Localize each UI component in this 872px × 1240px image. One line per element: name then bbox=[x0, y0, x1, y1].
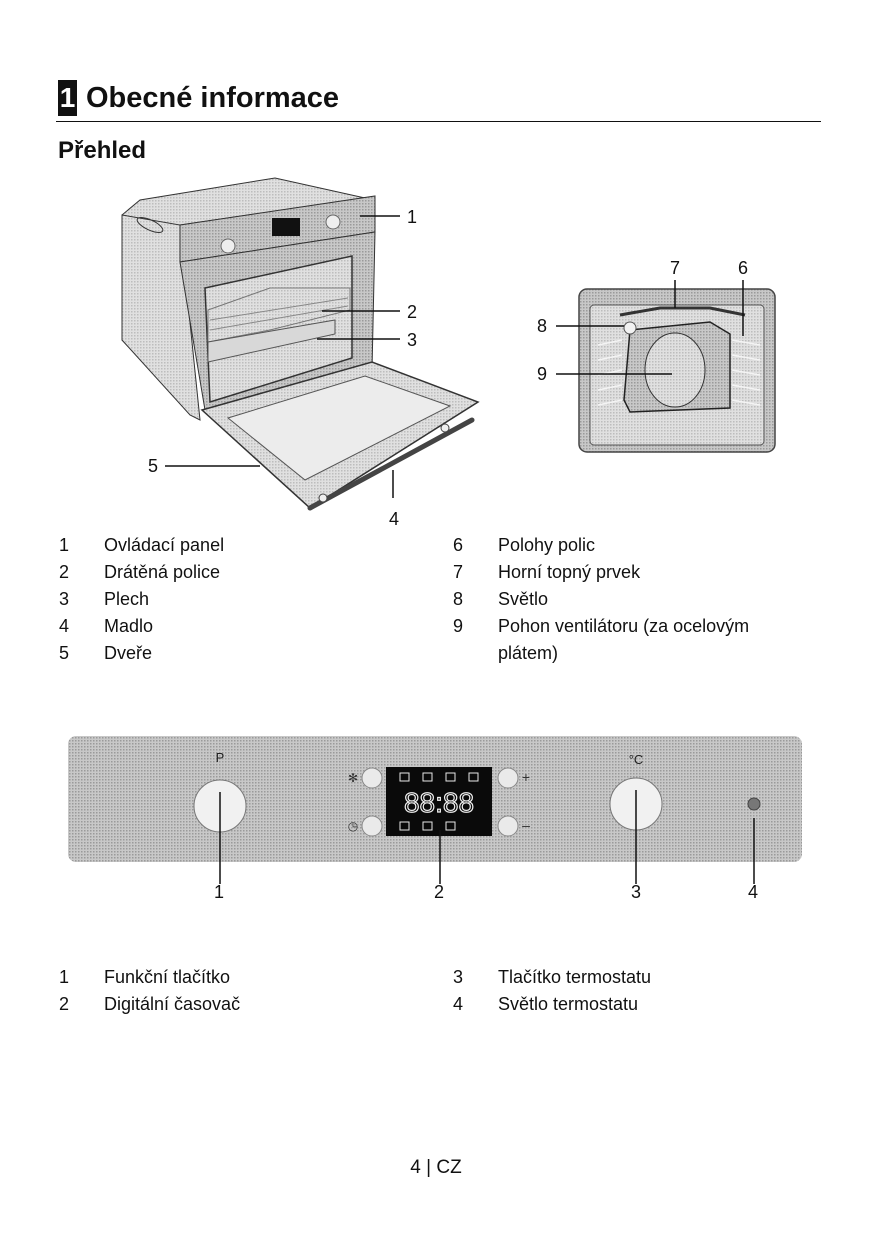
callout-6: 6 bbox=[738, 258, 749, 278]
door-glass bbox=[226, 375, 452, 481]
fan-button bbox=[361, 767, 383, 789]
panel-callout-3: 3 bbox=[631, 882, 642, 902]
oven-lamp bbox=[623, 321, 637, 335]
panel-callout-2: 2 bbox=[434, 882, 445, 902]
side-handle-slot bbox=[136, 217, 164, 233]
plus-label: + bbox=[522, 769, 530, 785]
mini-knob-left bbox=[220, 238, 236, 254]
clock-icon: ◷ bbox=[348, 819, 358, 833]
minus-button bbox=[497, 815, 519, 837]
minus-label: – bbox=[522, 817, 530, 833]
callout-3: 3 bbox=[407, 330, 418, 350]
mini-knob-right bbox=[325, 214, 341, 230]
callout-4: 4 bbox=[389, 509, 400, 529]
mini-display bbox=[272, 218, 300, 236]
oven-illustration bbox=[121, 177, 480, 511]
top-heating-element bbox=[619, 306, 746, 317]
display-indicator-icons bbox=[399, 772, 479, 831]
thermostat-lamp bbox=[747, 797, 761, 811]
door-handle bbox=[307, 417, 475, 511]
fan-icon: ✻ bbox=[348, 771, 358, 785]
oven-cavity bbox=[204, 255, 353, 404]
callout-1: 1 bbox=[407, 207, 418, 227]
panel-callout-4: 4 bbox=[748, 882, 759, 902]
panel-callout-1: 1 bbox=[214, 882, 225, 902]
thermostat-symbol: °C bbox=[629, 752, 644, 767]
callout-8: 8 bbox=[537, 316, 548, 336]
header-divider bbox=[56, 121, 821, 122]
page-number: 4 | CZ bbox=[410, 1157, 462, 1178]
digital-timer-display bbox=[386, 767, 492, 836]
plus-button bbox=[497, 767, 519, 789]
shelf-positions bbox=[597, 339, 761, 406]
baking-tray bbox=[207, 319, 336, 363]
chapter-number-badge: 1 bbox=[58, 80, 77, 116]
chapter-title: Obecné informace bbox=[86, 82, 340, 114]
display-digits: 88:88 bbox=[404, 787, 474, 818]
function-symbol: P bbox=[216, 750, 225, 765]
callout-2: 2 bbox=[407, 302, 418, 322]
callout-5: 5 bbox=[148, 456, 159, 476]
fan-motor bbox=[644, 332, 706, 408]
callout-9: 9 bbox=[537, 364, 548, 384]
control-panel-illustration: P °C ✻ ◷ + – 88:88 bbox=[68, 736, 802, 884]
oven-cavity-illustration bbox=[556, 280, 776, 453]
callout-7: 7 bbox=[670, 258, 681, 278]
clock-button bbox=[361, 815, 383, 837]
section-title: Přehled bbox=[58, 137, 147, 164]
